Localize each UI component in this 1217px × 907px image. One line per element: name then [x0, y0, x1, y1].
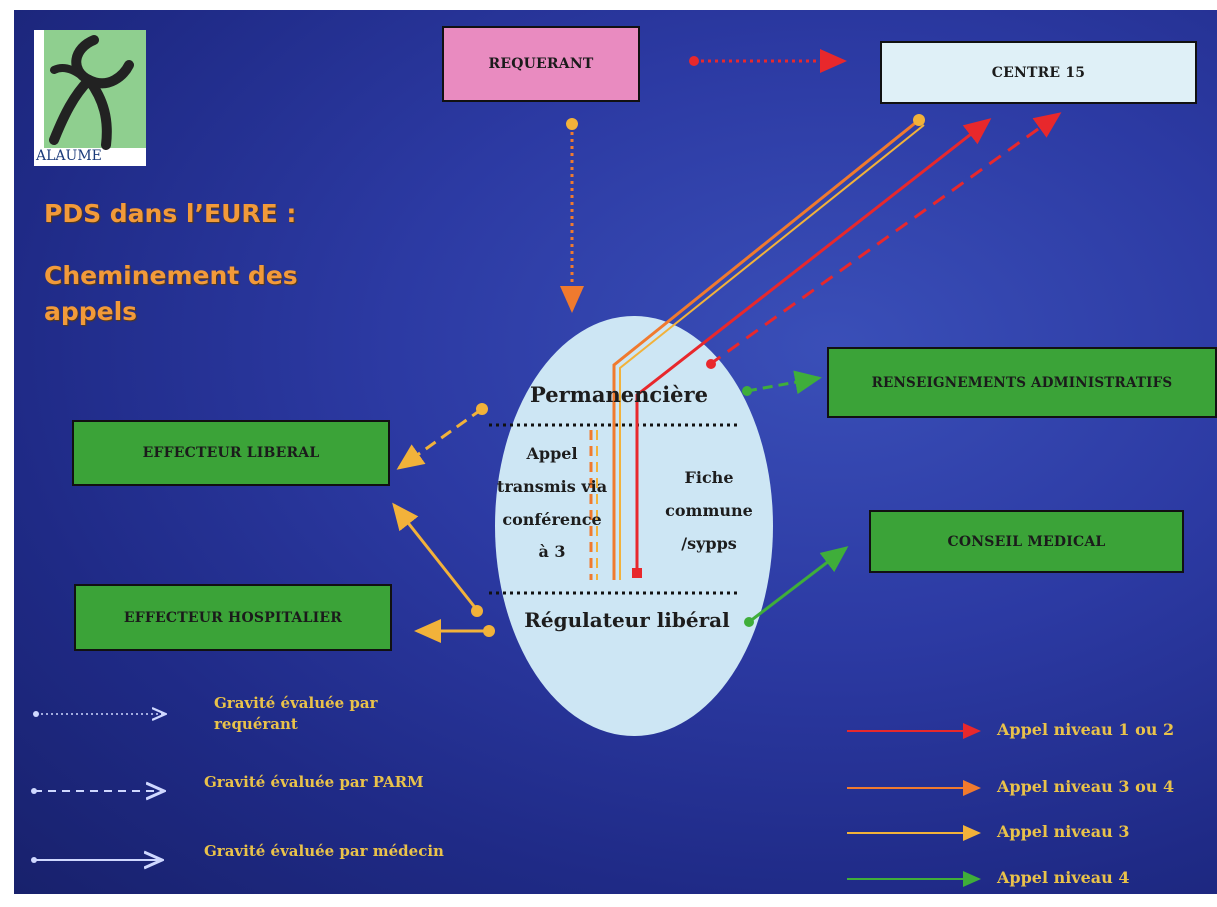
line-red-centre15: [635, 118, 992, 578]
title-line-2: Cheminement des: [44, 261, 298, 290]
legend-text-niveau-3: Appel niveau 3: [997, 822, 1130, 841]
appel-line-2: transmis via: [496, 476, 608, 496]
legend-text-parm: Gravité évaluée par PARM: [204, 773, 424, 791]
box-centre15: CENTRE 15: [880, 41, 1197, 104]
arrow-yellow-dashed-liberal: [396, 407, 483, 470]
legend-text-niveau-4: Appel niveau 4: [997, 868, 1130, 887]
title-line-1: PDS dans l’EURE :: [44, 199, 297, 228]
line-orange-centre15: [612, 118, 920, 580]
fiche-line-3: /sypps: [681, 533, 737, 553]
dot-green-regulateur: [744, 617, 754, 627]
dot-green-renseignements: [742, 386, 752, 396]
legend-text-niveau-1-2: Appel niveau 1 ou 2: [997, 720, 1175, 739]
dot-requerant-right: [689, 56, 699, 66]
dot-yellow-regulateur-1: [471, 605, 483, 617]
box-requerant: REQUERANT: [442, 26, 640, 102]
red-square-marker: [632, 568, 642, 578]
label-regulateur-liberal: Régulateur libéral: [524, 608, 730, 632]
logo-figure-icon: [34, 30, 146, 150]
dot-requerant-bottom: [566, 118, 578, 130]
label-appel-transmis: Appel transmis via conférence à 3: [492, 438, 612, 569]
box-effecteur-hospitalier: EFFECTEUR HOSPITALIER: [74, 584, 392, 651]
diagram-canvas: [31, 49, 1062, 887]
appel-line-3: conférence: [502, 509, 602, 529]
legend-dot-2: [31, 788, 37, 794]
dot-yellow-regulateur-2: [483, 625, 495, 637]
arrow-yellow-liberal: [392, 502, 479, 611]
central-ellipse: [495, 316, 773, 736]
box-renseignements: RENSEIGNEMENTS ADMINISTRATIFS: [827, 347, 1217, 418]
dot-red-dashed-start: [706, 359, 716, 369]
box-effecteur-liberal: EFFECTEUR LIBERAL: [72, 420, 390, 486]
line-orange-centre15-inner: [619, 124, 925, 580]
legend-dot-3: [31, 857, 37, 863]
dot-centre15-orange: [913, 114, 925, 126]
legend-text-medecin: Gravité évaluée par médecin: [204, 842, 444, 860]
alaume-logo: ALAUME: [34, 30, 146, 166]
slide: ALAUME PDS dans l’EURE : Cheminement des…: [14, 10, 1217, 894]
fiche-line-2: commune: [665, 500, 753, 520]
appel-line-1: Appel: [526, 444, 578, 463]
fiche-line-1: Fiche: [684, 468, 734, 487]
legend-dot-1: [33, 711, 39, 717]
logo-text: ALAUME: [36, 148, 102, 164]
arrow-green-conseil: [748, 546, 849, 624]
arrow-red-dashed: [708, 112, 1062, 367]
appel-line-4: à 3: [538, 542, 566, 562]
legend-text-requerant: Gravité évaluée par requérant: [214, 694, 378, 733]
title-line-3: appels: [44, 297, 138, 326]
label-permanenciere: Permanencière: [530, 382, 708, 407]
arrow-green-renseignements: [746, 370, 822, 395]
box-conseil-medical: CONSEIL MEDICAL: [869, 510, 1184, 573]
dot-yellow-permanenciere: [476, 403, 488, 415]
label-fiche-commune: Fiche commune /sypps: [659, 462, 759, 560]
legend-text-niveau-3-4: Appel niveau 3 ou 4: [997, 777, 1175, 796]
